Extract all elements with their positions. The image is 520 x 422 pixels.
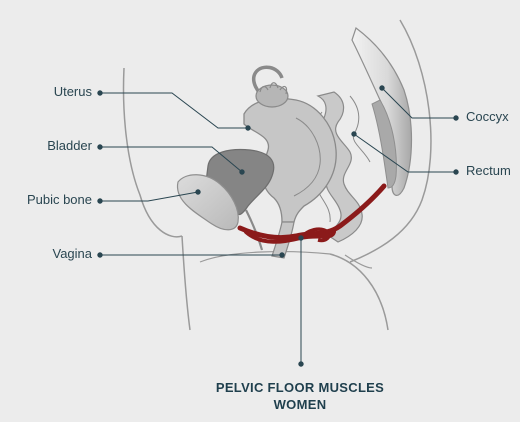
label-vagina: Vagina <box>52 246 92 262</box>
label-pubic-bone: Pubic bone <box>27 192 92 208</box>
label-coccyx: Coccyx <box>466 109 509 125</box>
leader-uterus <box>98 91 250 130</box>
label-uterus: Uterus <box>54 84 92 100</box>
leader-vagina <box>98 253 284 257</box>
leader-pelvic-floor <box>299 236 303 366</box>
thigh-front-outline <box>182 236 190 330</box>
diagram-caption: PELVIC FLOOR MUSCLES WOMEN <box>160 379 440 413</box>
caption-line-1: PELVIC FLOOR MUSCLES <box>160 379 440 396</box>
thigh-back-outline <box>330 254 388 330</box>
rectum-outer-fold <box>350 96 370 162</box>
thigh-inner-outline <box>200 252 330 262</box>
label-rectum: Rectum <box>466 163 511 179</box>
caption-line-2: WOMEN <box>160 396 440 413</box>
label-bladder: Bladder <box>47 138 92 154</box>
